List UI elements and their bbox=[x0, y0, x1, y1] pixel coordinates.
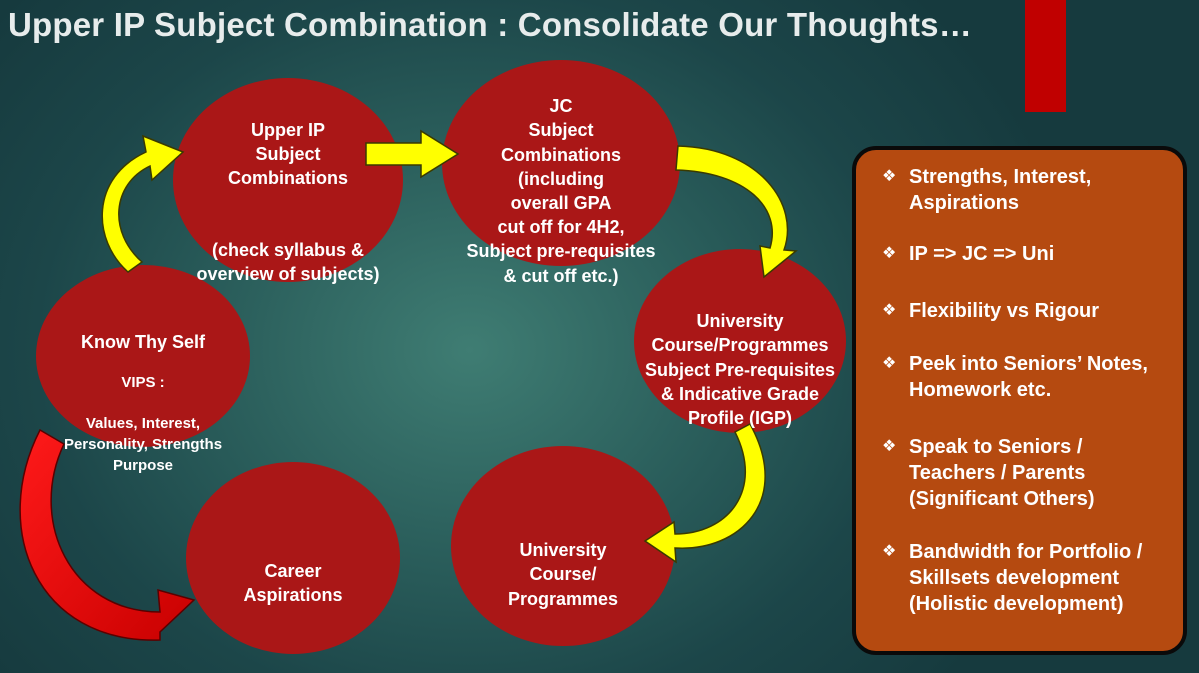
jc-node: JC Subject Combinations (including overa… bbox=[446, 70, 676, 312]
panel-item: ❖ Bandwidth for Portfolio / Skillsets de… bbox=[882, 541, 1143, 615]
upper-ip-node: Upper IP Subject Combinations (check syl… bbox=[178, 94, 398, 310]
key-considerations-panel: ❖ Strengths, Interest, Aspirations ❖ IP … bbox=[852, 146, 1187, 655]
arrow-knowself-to-career bbox=[19, 428, 196, 641]
upper-ip-title: Upper IP Subject Combinations bbox=[228, 120, 348, 188]
panel-item: ❖ Speak to Seniors / Teachers / Parents … bbox=[882, 436, 1095, 510]
career-text: Career Aspirations bbox=[243, 560, 343, 606]
career-circle bbox=[186, 462, 400, 654]
know-self-vips: VIPS : bbox=[121, 374, 165, 392]
diamond-bullet-icon: ❖ bbox=[882, 438, 897, 455]
diamond-bullet-icon: ❖ bbox=[882, 355, 897, 372]
arrow-knowself-to-upperip bbox=[101, 134, 185, 273]
arrow-jc-to-uniprereq bbox=[675, 145, 798, 279]
panel-item: ❖ Strengths, Interest, Aspirations bbox=[882, 166, 1092, 214]
slide-title: Upper IP Subject Combination : Consolida… bbox=[8, 6, 972, 43]
uni-prereq-circle bbox=[634, 249, 846, 433]
arrow-upperip-to-jc bbox=[365, 129, 460, 179]
node-circles bbox=[36, 60, 846, 654]
panel-item: ❖ Peek into Seniors’ Notes, Homework etc… bbox=[882, 353, 1148, 401]
diamond-bullet-icon: ❖ bbox=[882, 245, 897, 262]
diamond-bullet-icon: ❖ bbox=[882, 168, 897, 185]
diamond-bullet-icon: ❖ bbox=[882, 543, 897, 560]
upper-ip-circle bbox=[173, 78, 403, 282]
uni-course-text: University Course/ Programmes bbox=[507, 539, 619, 609]
know-self-node: Know Thy Self VIPS : Values, Interest, P… bbox=[40, 312, 246, 495]
know-self-title: Know Thy Self bbox=[80, 332, 205, 353]
uni-prereq-node: University Course/Programmes Subject Pre… bbox=[633, 285, 847, 454]
know-self-circle bbox=[36, 265, 250, 447]
uni-prereq-text: University Course/Programmes Subject Pre… bbox=[644, 311, 836, 429]
jc-text: JC Subject Combinations (including overa… bbox=[466, 96, 656, 286]
career-node: Career Aspirations bbox=[200, 534, 386, 632]
uni-course-circle bbox=[451, 446, 675, 646]
jc-circle bbox=[442, 60, 680, 266]
arrow-uniprereq-to-unicourse bbox=[643, 422, 766, 564]
know-self-detail: Values, Interest, Personality, Strengths… bbox=[63, 414, 223, 474]
panel-item: ❖ Flexibility vs Rigour bbox=[882, 300, 1100, 322]
uni-course-node: University Course/ Programmes bbox=[470, 513, 656, 636]
diamond-bullet-icon: ❖ bbox=[882, 302, 897, 319]
panel-item: ❖ IP => JC => Uni bbox=[882, 243, 1055, 265]
accent-bar bbox=[1025, 0, 1066, 112]
upper-ip-note: (check syllabus & overview of subjects) bbox=[196, 240, 380, 284]
